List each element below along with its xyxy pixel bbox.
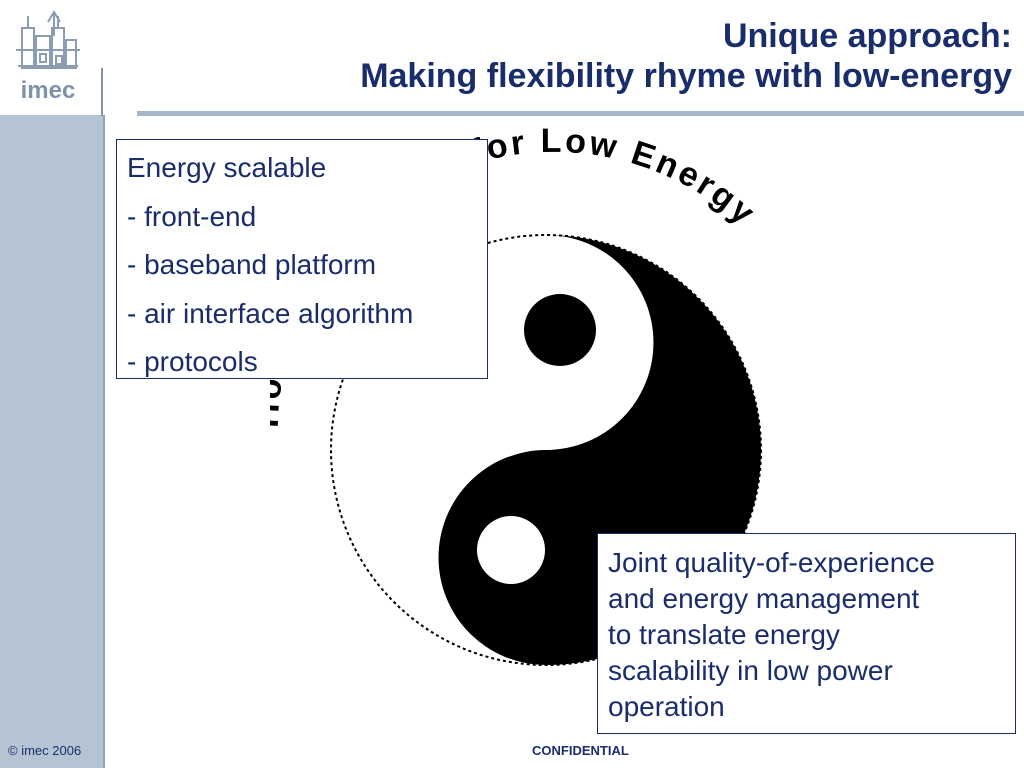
box-right-line: Joint quality-of-experience <box>608 547 935 578</box>
footer-copyright: © imec 2006 <box>8 743 82 758</box>
imec-logo: imec <box>8 6 88 106</box>
title-line-1: Unique approach: <box>722 17 1012 55</box>
logo-divider <box>101 68 103 116</box>
logo-wordmark: imec <box>21 77 76 104</box>
building-icon: imec <box>16 10 80 104</box>
left-sidebar-band <box>0 115 105 768</box>
box-right-line: to translate energy <box>608 619 840 650</box>
footer-confidential: CONFIDENTIAL <box>532 743 629 758</box>
box-right-line: and energy management <box>608 583 920 614</box>
box-left-line: - protocols <box>127 346 258 377</box>
page-title: Unique approach: Making flexibility rhym… <box>360 16 1012 96</box>
box-right-line: scalability in low power <box>608 655 893 686</box>
box-left-line: - front-end <box>127 200 257 232</box>
joint-qoe-box: Joint quality-of-experience and energy m… <box>597 533 1016 734</box>
yang-dot <box>477 516 545 584</box>
energy-scalable-box: Energy scalable - front-end - baseband p… <box>116 139 488 379</box>
box-left-line: Energy scalable <box>127 152 327 183</box>
box-right-line: operation <box>608 691 725 722</box>
title-line-2: Making flexibility rhyme with low-energy <box>360 57 1012 95</box>
yin-dot <box>524 294 596 366</box>
box-left-line: - air interface algorithm <box>127 297 414 329</box>
box-left-line: - baseband platform <box>127 249 377 280</box>
header-divider <box>137 111 1024 116</box>
